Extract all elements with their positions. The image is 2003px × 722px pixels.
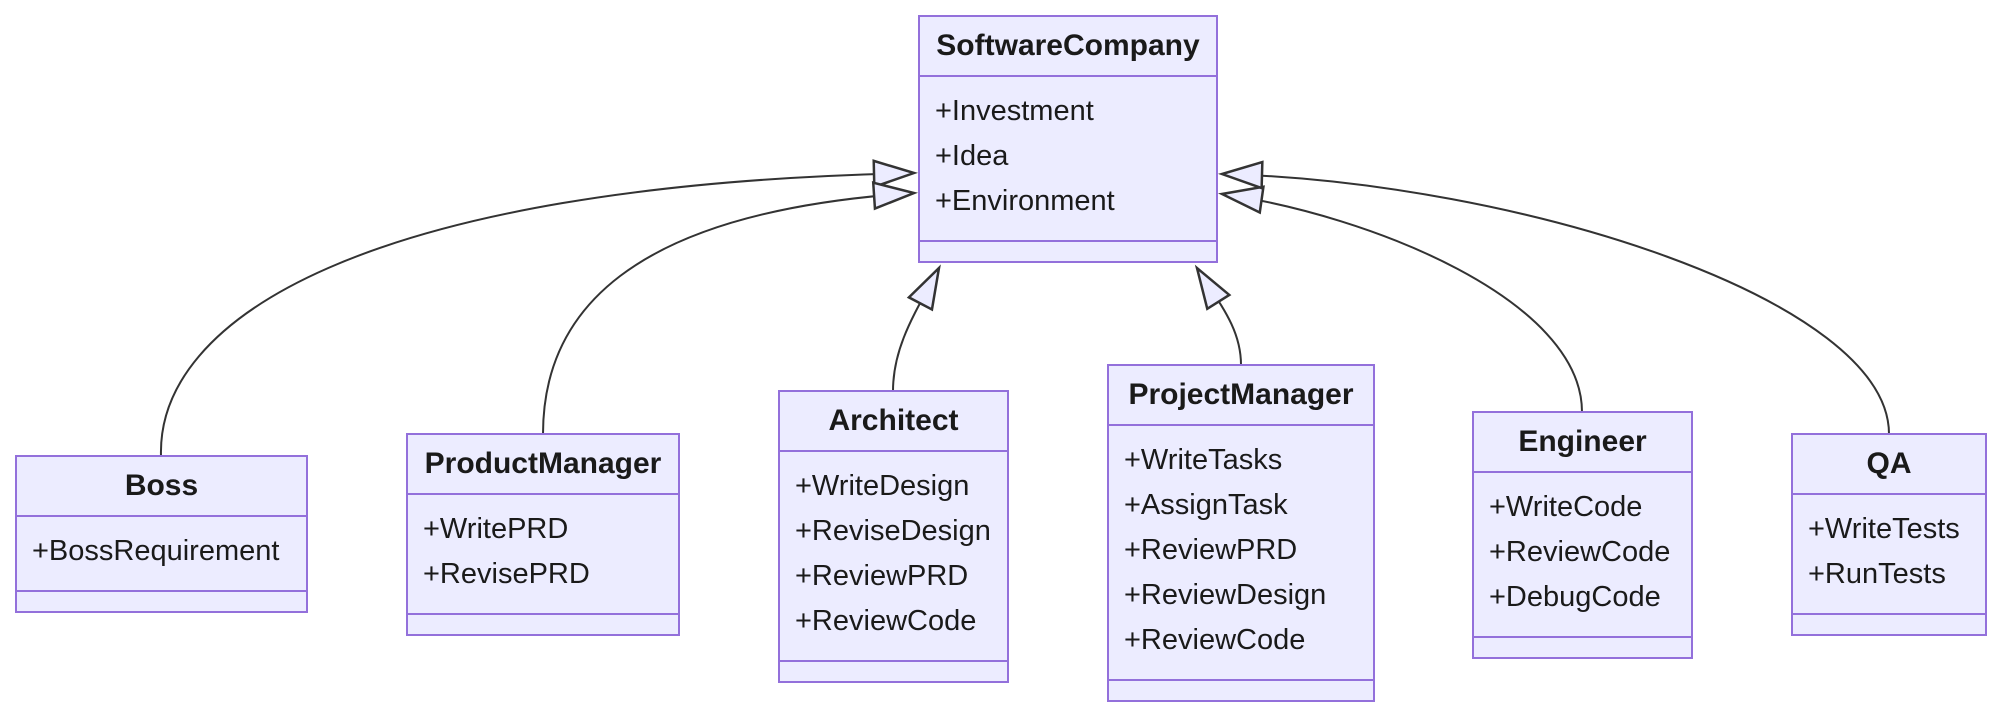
class-attribute: +BossRequirement [32,535,280,567]
class-attribute: +WritePRD [423,513,569,545]
class-node-boss: Boss +BossRequirement [15,455,308,613]
class-attribute: +WriteTasks [1124,444,1283,476]
class-methods-empty [408,615,678,634]
class-node-productmanager: ProductManager +WritePRD +RevisePRD [406,433,680,636]
class-attributes: +WritePRD +RevisePRD [408,495,678,615]
class-node-projectmanager: ProjectManager +WriteTasks +AssignTask +… [1107,364,1375,702]
edge-boss-to-softwarecompany [159,173,914,457]
class-attribute: +WriteTests [1808,513,1960,545]
class-node-architect: Architect +WriteDesign +ReviseDesign +Re… [778,390,1009,683]
class-attribute: +Idea [935,140,1009,172]
class-attributes: +WriteCode +ReviewCode +DebugCode [1474,473,1691,638]
class-attribute: +ReviewPRD [1124,534,1298,566]
class-node-qa: QA +WriteTests +RunTests [1791,433,1987,636]
class-attributes: +WriteDesign +ReviseDesign +ReviewPRD +R… [780,452,1007,662]
class-title: Architect [780,392,1007,452]
class-attributes: +WriteTests +RunTests [1793,495,1985,615]
class-attribute: +Environment [935,185,1115,217]
class-methods-empty [780,662,1007,681]
class-title: Engineer [1474,413,1691,473]
class-methods-empty [920,242,1216,261]
class-attribute: +WriteCode [1489,491,1643,523]
class-attribute: +ReviseDesign [795,515,991,547]
class-attribute: +ReviewCode [795,605,977,637]
class-title: QA [1793,435,1985,495]
class-methods-empty [1474,638,1691,657]
class-attribute: +ReviewPRD [795,560,969,592]
class-attribute: +Investment [935,95,1094,127]
edge-qa-to-softwarecompany [1222,174,1890,435]
class-methods-empty [17,592,306,611]
class-attribute: +AssignTask [1124,489,1288,521]
edge-projectmanager-to-softwarecompany [1197,268,1242,366]
class-node-softwarecompany: SoftwareCompany +Investment +Idea +Envir… [918,15,1218,263]
edge-architect-to-softwarecompany [892,268,939,392]
class-attribute: +ReviewCode [1124,624,1306,656]
class-attribute: +WriteDesign [795,470,970,502]
class-attribute: +ReviewCode [1489,536,1671,568]
class-title: ProjectManager [1109,366,1373,426]
class-methods-empty [1793,615,1985,634]
class-attributes: +WriteTasks +AssignTask +ReviewPRD +Revi… [1109,426,1373,681]
edge-productmanager-to-softwarecompany [542,193,914,435]
class-attributes: +BossRequirement [17,517,306,592]
class-attributes: +Investment +Idea +Environment [920,77,1216,242]
class-title: Boss [17,457,306,517]
class-title: ProductManager [408,435,678,495]
class-attribute: +DebugCode [1489,581,1661,613]
class-attribute: +RevisePRD [423,558,590,590]
class-title: SoftwareCompany [920,17,1216,77]
class-methods-empty [1109,681,1373,700]
class-attribute: +ReviewDesign [1124,579,1327,611]
class-attribute: +RunTests [1808,558,1946,590]
class-node-engineer: Engineer +WriteCode +ReviewCode +DebugCo… [1472,411,1693,659]
edge-engineer-to-softwarecompany [1222,194,1583,413]
